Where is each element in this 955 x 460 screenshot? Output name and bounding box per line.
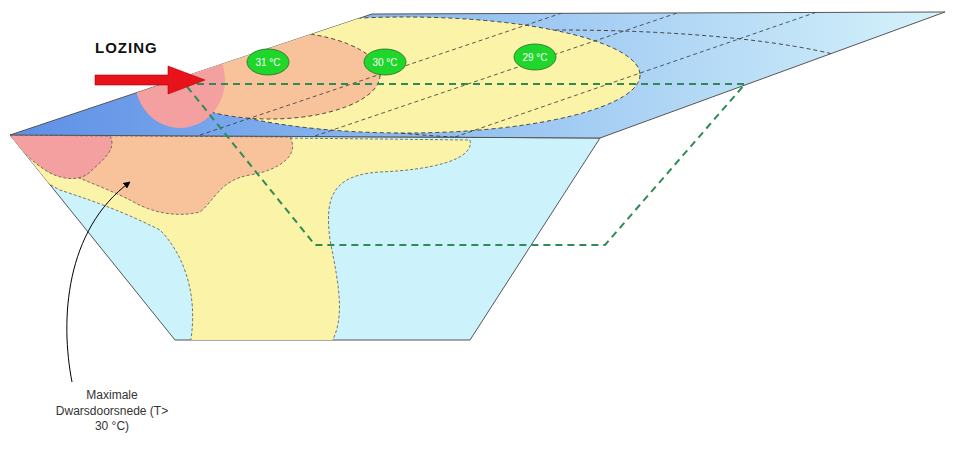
temperature-marker: 31 °C — [246, 48, 290, 76]
warm-zone — [10, 135, 470, 345]
temperature-value: 29 °C — [522, 52, 547, 63]
hot-zone — [10, 135, 293, 214]
temperature-value: 31 °C — [255, 57, 280, 68]
leader-line — [67, 182, 130, 382]
temperature-marker: 30 °C — [363, 48, 407, 76]
cross-section-note: Maximale Dwarsdoorsnede (T> 30 °C) — [52, 388, 172, 435]
discharge-label: LOZING — [95, 38, 205, 58]
temperature-value: 30 °C — [372, 57, 397, 68]
transect-lines — [200, 12, 817, 137]
hottest-zone — [10, 135, 112, 179]
discharge-arrow — [95, 66, 205, 94]
water-surface — [10, 12, 945, 138]
temperature-marker: 29 °C — [513, 43, 557, 71]
mixing-zone — [185, 84, 745, 245]
